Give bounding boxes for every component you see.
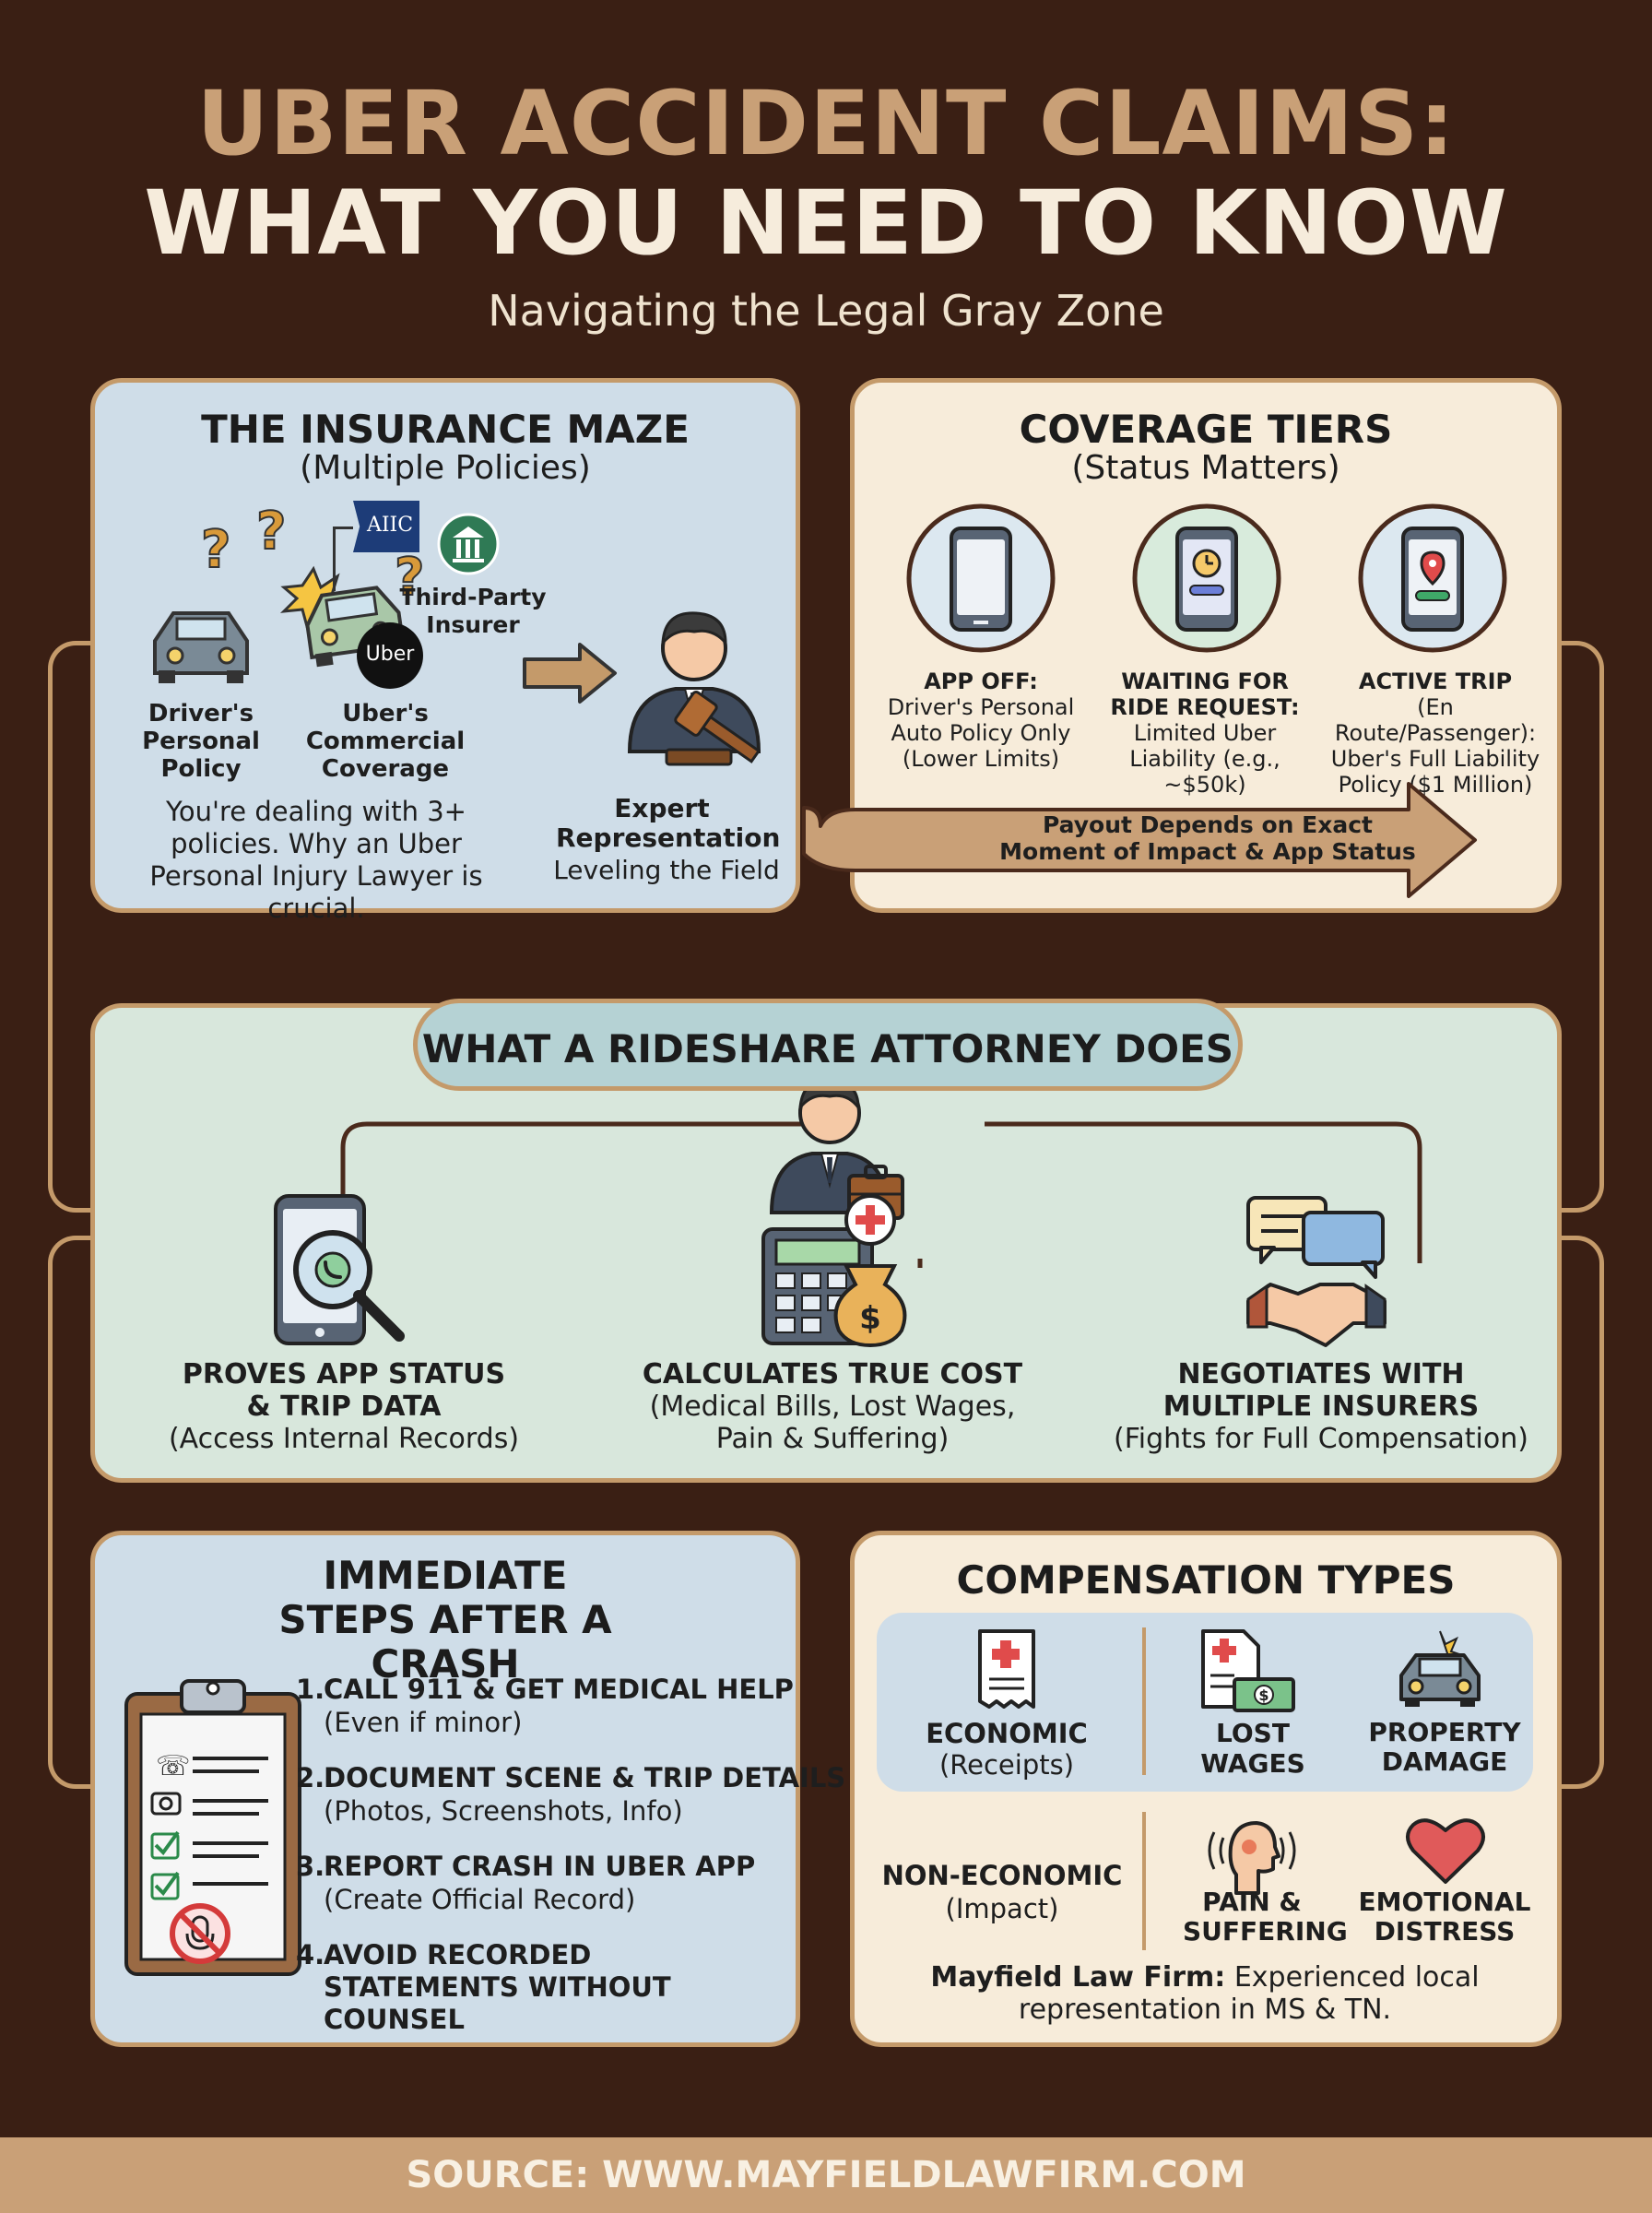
receipt-icon <box>974 1627 1039 1710</box>
title-line-1: UBER ACCIDENT CLAIMS: <box>196 72 1456 175</box>
uber-logo <box>357 622 423 689</box>
courthouse-icon <box>436 512 501 576</box>
svg-text:$: $ <box>1258 1686 1268 1704</box>
firm-statement: Mayfield Law Firm: Experienced local rep… <box>891 1961 1518 2026</box>
insurance-maze-title: THE INSURANCE MAZE <box>201 407 690 452</box>
calculator-money-icon: $ <box>754 1192 920 1349</box>
svg-text:?: ? <box>395 548 424 608</box>
tier-3-label: ACTIVE TRIP <box>1358 669 1513 694</box>
non-economic-label: NON-ECONOMIC <box>881 1860 1123 1891</box>
non-economic-divider <box>1142 1812 1146 1950</box>
attorney-item-2-sub: (Medical Bills, Lost Wages, Pain & Suffe… <box>649 1391 1016 1455</box>
phone-magnifier-icon <box>270 1192 418 1349</box>
aiic-logo-text: AIIC <box>366 514 414 537</box>
pain-head-icon <box>1201 1810 1303 1899</box>
attorney-tree-lines <box>339 1111 1427 1268</box>
svg-text:?: ? <box>256 503 286 562</box>
attorney-item-1-sub: (Access Internal Records) <box>168 1423 520 1455</box>
steps-title: IMMEDIATE STEPS AFTER A CRASH <box>278 1553 612 1686</box>
tier-2-desc: Limited Uber Liability (e.g., ~$50k) <box>1129 720 1280 798</box>
arrow-right-icon <box>519 641 620 705</box>
phone-location-icon <box>1357 503 1508 654</box>
expert-title: Expert Representation <box>556 793 781 853</box>
compensation-panel: COMPENSATION TYPES ECONOMIC (Receipts) $… <box>850 1531 1562 2047</box>
svg-text:☏: ☏ <box>156 1750 191 1782</box>
title-line-2: WHAT YOU NEED TO KNOW <box>144 172 1508 275</box>
heart-icon <box>1404 1814 1487 1888</box>
property-damage-label: PROPERTY DAMAGE <box>1368 1717 1521 1777</box>
right-connector-bottom <box>1549 1236 1604 1789</box>
step-1-sub: (Even if minor) <box>324 1707 523 1738</box>
phone-blank-icon <box>905 503 1056 654</box>
firm-name: Mayfield Law Firm: <box>930 1961 1226 1994</box>
step-1-num: 1. <box>296 1674 325 1705</box>
car-crash-icon: ? ? ? <box>146 503 459 687</box>
step-4-num: 4. <box>296 1939 325 1970</box>
aiic-connector <box>333 527 353 591</box>
expert-subtitle: Leveling the Field <box>553 855 780 885</box>
economic-label: ECONOMIC <box>926 1718 1088 1749</box>
compensation-title: COMPENSATION TYPES <box>956 1557 1456 1603</box>
step-2-sub: (Photos, Screenshots, Info) <box>324 1795 683 1827</box>
steps-panel: IMMEDIATE STEPS AFTER A CRASH ☏ <box>90 1531 845 2047</box>
driver-policy-label: Driver's Personal Policy <box>142 700 260 783</box>
step-1-title: CALL 911 & GET MEDICAL HELP <box>324 1674 794 1705</box>
svg-text:$: $ <box>859 1300 881 1337</box>
left-connector-top <box>48 641 103 1213</box>
step-3-num: 3. <box>296 1851 325 1882</box>
footer-source: SOURCE: WWW.MAYFIELDLAWFIRM.COM <box>406 2154 1246 2196</box>
payout-arrow <box>800 780 1482 900</box>
payout-arrow-text: Payout Depends on Exact Moment of Impact… <box>999 811 1416 865</box>
non-economic-sub: (Impact) <box>945 1893 1059 1924</box>
uber-coverage-label: Uber's Commercial Coverage <box>305 700 466 783</box>
step-3-title: REPORT CRASH IN UBER APP <box>324 1851 756 1882</box>
lost-wages-label: LOST WAGES <box>1200 1718 1305 1779</box>
attorney-item-3-sub: (Fights for Full Compensation) <box>1114 1423 1528 1455</box>
coverage-tiers-title: COVERAGE TIERS <box>1019 407 1393 452</box>
economic-sub: (Receipts) <box>938 1749 1075 1781</box>
uber-logo-text: Uber <box>365 643 415 666</box>
svg-text:?: ? <box>201 520 230 580</box>
attorney-item-3-title: NEGOTIATES WITH MULTIPLE INSURERS <box>1162 1358 1480 1423</box>
clipboard-checklist-icon: ☏ <box>121 1674 305 1978</box>
step-2-title: DOCUMENT SCENE & TRIP DETAILS <box>324 1762 846 1793</box>
attorney-panel: WHAT A RIDESHARE ATTORNEY DOES PROVES AP… <box>90 999 1562 1483</box>
attorney-title: WHAT A RIDESHARE ATTORNEY DOES <box>421 1026 1234 1071</box>
emotional-distress-label: EMOTIONAL DISTRESS <box>1358 1887 1531 1947</box>
damaged-car-icon <box>1394 1627 1486 1710</box>
coverage-tiers-subtitle: (Status Matters) <box>1071 449 1340 487</box>
economic-divider <box>1142 1627 1146 1775</box>
footer-bar <box>0 2137 1652 2213</box>
firm-desc: Experienced local representation in MS &… <box>1018 1961 1480 2026</box>
aiic-logo <box>353 501 419 552</box>
lost-wages-icon: $ <box>1198 1627 1299 1716</box>
tier-1-label: APP OFF: <box>924 669 1038 694</box>
tier-1-desc: Driver's Personal Auto Policy Only (Lowe… <box>887 694 1075 772</box>
tier-2-label: WAITING FOR RIDE REQUEST: <box>1110 669 1300 720</box>
step-4-title: AVOID RECORDED STATEMENTS WITHOUT COUNSE… <box>324 1939 671 2035</box>
lawyer-gavel-icon <box>611 586 777 770</box>
attorney-item-2-title: CALCULATES TRUE COST <box>642 1358 1023 1391</box>
insurance-maze-panel: THE INSURANCE MAZE (Multiple Policies) ?… <box>90 378 800 924</box>
tier-3-desc: (En Route/Passenger): Uber's Full Liabil… <box>1330 694 1540 798</box>
phone-clock-icon <box>1131 503 1282 654</box>
insurance-note: You're dealing with 3+ policies. Why an … <box>149 796 483 924</box>
pain-suffering-label: PAIN & SUFFERING <box>1183 1887 1348 1947</box>
attorney-item-1-title: PROVES APP STATUS & TRIP DATA <box>182 1358 506 1423</box>
step-3-sub: (Create Official Record) <box>324 1884 636 1915</box>
right-connector-top <box>1549 641 1604 1213</box>
subtitle: Navigating the Legal Gray Zone <box>488 286 1164 336</box>
step-2-num: 2. <box>296 1762 325 1793</box>
handshake-icon <box>1243 1192 1390 1349</box>
left-connector-bottom <box>48 1236 103 1789</box>
insurance-maze-subtitle: (Multiple Policies) <box>300 449 591 487</box>
attorney-title-pill <box>413 999 1243 1091</box>
third-party-label: Third-Party Insurer <box>399 584 547 638</box>
